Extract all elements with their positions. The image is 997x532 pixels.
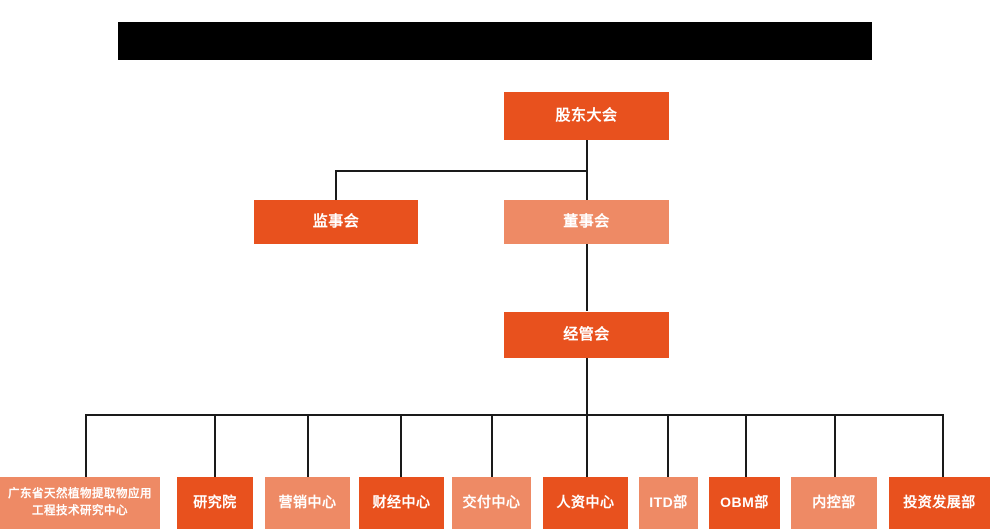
node-marketing-center[interactable]: 营销中心 bbox=[265, 477, 350, 529]
connector-drop-investment-dev-dept bbox=[942, 414, 944, 478]
connector-drop-internal-control-dept bbox=[834, 414, 836, 478]
connector-drop-itd-dept bbox=[667, 414, 669, 478]
connector-drop-obm-dept bbox=[745, 414, 747, 478]
connector-drop-directors bbox=[586, 170, 588, 200]
node-obm-dept[interactable]: OBM部 bbox=[709, 477, 780, 529]
node-itd-dept[interactable]: ITD部 bbox=[639, 477, 698, 529]
connector-department-bus-bar bbox=[85, 414, 943, 416]
connector-drop-supervisors bbox=[335, 170, 337, 200]
node-management[interactable]: 经管会 bbox=[504, 312, 669, 358]
connector-drop-marketing-center bbox=[307, 414, 309, 478]
connector-drop-hr-center bbox=[586, 414, 588, 478]
connector-directors-to-management bbox=[586, 243, 588, 311]
node-hr-center[interactable]: 人资中心 bbox=[543, 477, 628, 529]
node-internal-control-dept[interactable]: 内控部 bbox=[791, 477, 877, 529]
connector-management-to-bus bbox=[586, 357, 588, 415]
node-research-center-gd[interactable]: 广东省天然植物提取物应用工程技术研究中心 bbox=[0, 477, 160, 529]
node-supervisors[interactable]: 监事会 bbox=[254, 200, 418, 244]
connector-drop-finance-center bbox=[400, 414, 402, 478]
node-directors[interactable]: 董事会 bbox=[504, 200, 669, 244]
node-investment-dev-dept[interactable]: 投资发展部 bbox=[889, 477, 990, 529]
connector-level2-horizontal bbox=[335, 170, 588, 172]
connector-drop-delivery-center bbox=[491, 414, 493, 478]
node-delivery-center[interactable]: 交付中心 bbox=[452, 477, 531, 529]
connector-shareholders-stem bbox=[586, 139, 588, 171]
redacted-title-bar bbox=[118, 22, 872, 60]
connector-drop-research-institute bbox=[214, 414, 216, 478]
node-research-institute[interactable]: 研究院 bbox=[177, 477, 253, 529]
node-shareholders[interactable]: 股东大会 bbox=[504, 92, 669, 140]
node-finance-center[interactable]: 财经中心 bbox=[359, 477, 444, 529]
connector-drop-research-center-gd bbox=[85, 414, 87, 478]
